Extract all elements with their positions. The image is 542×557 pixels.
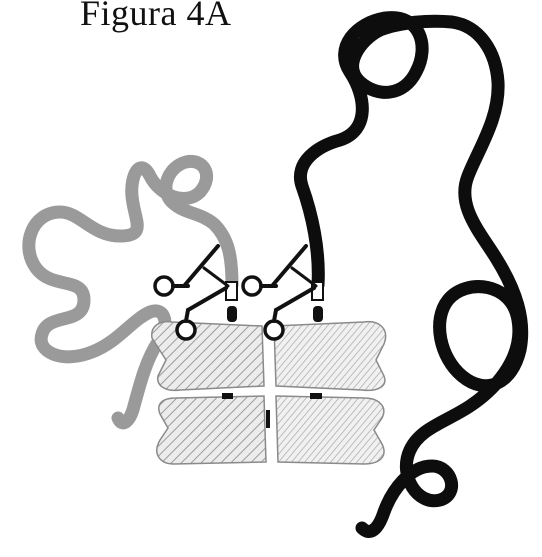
linker-mark-right [310,393,322,399]
domain-upper-right [274,322,386,391]
linker-mark-left [222,393,233,399]
black-strand-anchor [313,306,323,322]
domain-lower-right [276,396,384,464]
linker-mark-center [266,410,270,428]
domain-lower-left [157,396,266,464]
hatched-domain-block [152,322,386,464]
domain-upper-left [152,322,264,391]
grey-strand-anchor [227,306,237,322]
